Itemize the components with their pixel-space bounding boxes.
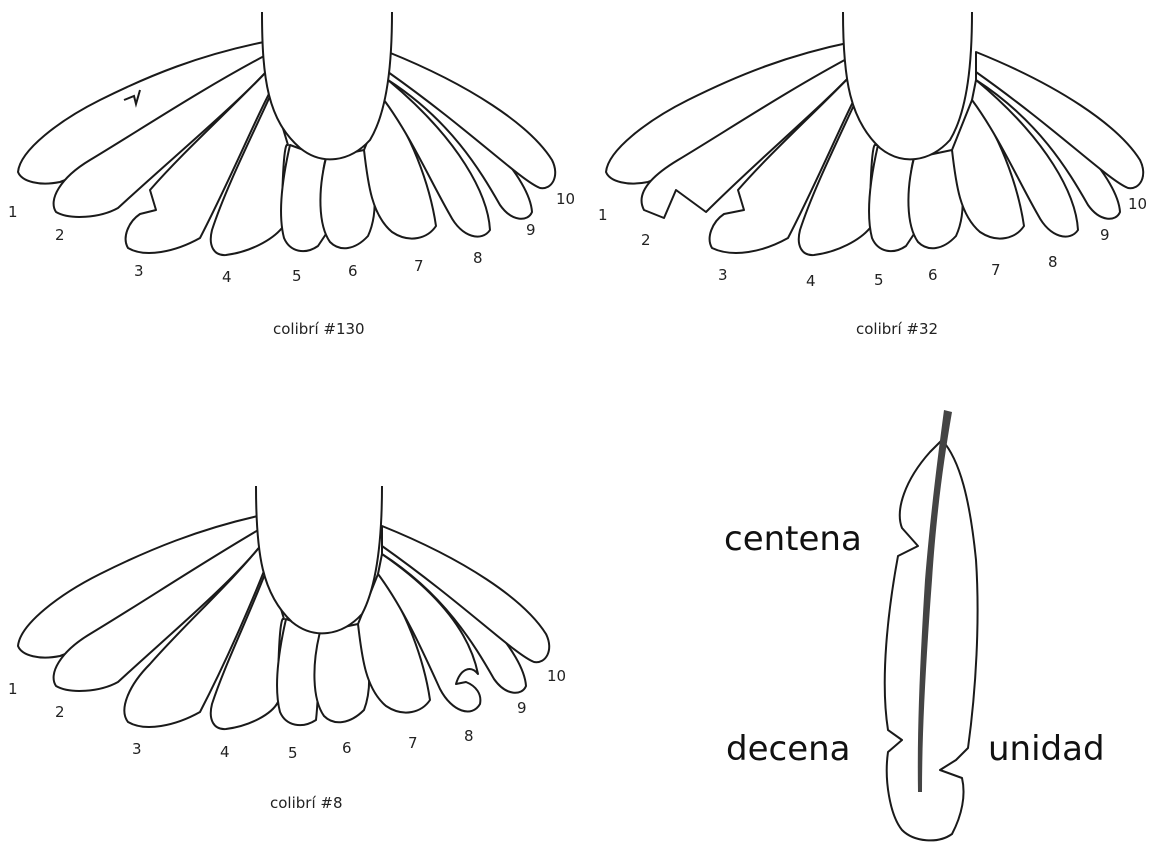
- feather-number: 7: [408, 734, 418, 752]
- feather-number: 10: [1128, 195, 1147, 213]
- feather-number: 4: [222, 268, 232, 286]
- feather-number: 3: [132, 740, 142, 758]
- feather-number: 9: [517, 699, 527, 717]
- feather-number: 1: [8, 680, 18, 698]
- feather-number: 7: [991, 261, 1001, 279]
- tail-caption: colibrí #8: [270, 794, 343, 812]
- tail-caption: colibrí #130: [273, 320, 365, 338]
- feather-number: 7: [414, 257, 424, 275]
- feather-5: [281, 145, 326, 251]
- tail-diagram-130: 1 2 3 4 5 6 7 8 9 10 colibrí #130: [8, 12, 575, 338]
- feather-number: 9: [526, 221, 536, 239]
- key-label-decena: decena: [726, 729, 851, 769]
- feather-number: 6: [348, 262, 358, 280]
- key-label-unidad: unidad: [988, 729, 1105, 769]
- feather-number: 10: [547, 667, 566, 685]
- feather-number: 3: [718, 266, 728, 284]
- feather-number: 2: [641, 231, 651, 249]
- feather-number: 8: [1048, 253, 1058, 271]
- feather-number: 3: [134, 262, 144, 280]
- tail-caption: colibrí #32: [856, 320, 938, 338]
- feather-number: 5: [292, 267, 302, 285]
- tail-diagram-32: 1 2 3 4 5 6 7 8 9 10 colibrí #32: [598, 12, 1147, 338]
- feather-number: 5: [288, 744, 298, 762]
- feather-number: 10: [556, 190, 575, 208]
- feather-number: 6: [342, 739, 352, 757]
- feather-number: 6: [928, 266, 938, 284]
- feather-number: 1: [598, 206, 608, 224]
- feather-number: 5: [874, 271, 884, 289]
- key-label-centena: centena: [724, 519, 862, 559]
- feather-number: 2: [55, 226, 65, 244]
- feather-number: 1: [8, 203, 18, 221]
- tail-diagram-8: 1 2 3 4 5 6 7 8 9 10 colibrí #8: [8, 486, 566, 812]
- feather-number: 4: [220, 743, 230, 761]
- feather-number: 2: [55, 703, 65, 721]
- feather-number: 8: [464, 727, 474, 745]
- feather-vane: [885, 440, 978, 840]
- key-feather: centena decena unidad: [724, 410, 1105, 840]
- feather-5: [869, 145, 914, 251]
- feather-number: 8: [473, 249, 483, 267]
- feather-number: 4: [806, 272, 816, 290]
- feather-number: 9: [1100, 226, 1110, 244]
